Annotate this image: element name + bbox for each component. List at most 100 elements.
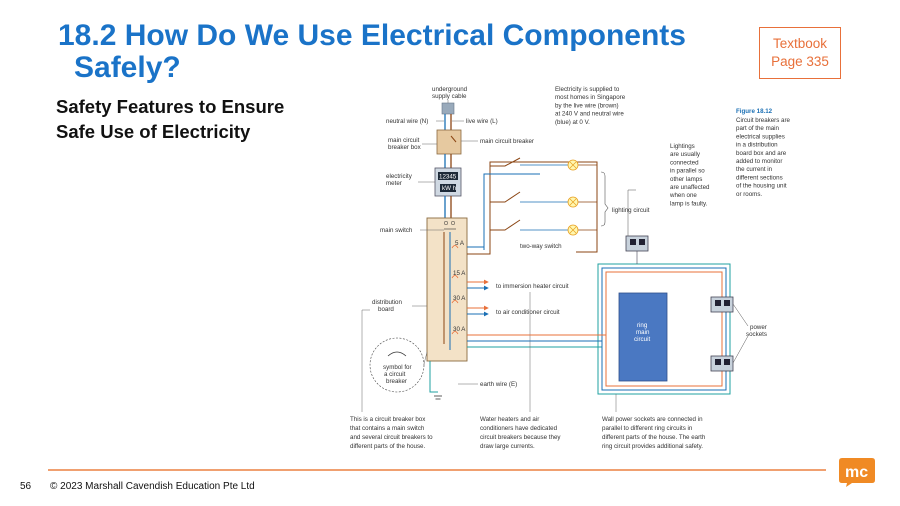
textbook-page-reference: Textbook Page 335 [759,27,841,79]
power-sockets-label-2: sockets [746,331,767,338]
caption-sockets-line: parallel to different ring circuits in [602,425,693,432]
supply-note-line: by the live wire (brown) [555,102,619,109]
lighting-note-line: are unaffected [670,184,710,191]
textbook-label: Textbook [772,36,828,51]
live-wire-label: live wire (L) [466,118,498,125]
caption-heaters-line: Water heaters and air [480,416,539,423]
house-wiring-diagram: underground supply cable neutral wire (N… [350,86,791,450]
main-breaker-box-label-1: main circuit [388,137,420,144]
breaker-15a-label: 15 A [453,270,466,277]
figure-caption-line: electrical supplies [736,133,785,140]
meter-unit: kW h [442,185,457,192]
lighting-note-line: when one [669,192,697,199]
figure-caption-line: the current in [736,166,773,173]
caption-heaters-line: circuit breakers because they [480,434,561,441]
earth-wire-label: earth wire (E) [480,381,517,388]
ring-label-1: ring [637,322,648,329]
main-breaker-box [436,129,462,155]
lighting-note-line: Lightings [670,143,695,150]
distribution-board-label-2: board [378,306,394,313]
copyright-text: © 2023 Marshall Cavendish Education Pte … [50,481,255,492]
logo-text: mc [845,464,868,481]
figure-caption-line: or rooms. [736,191,762,198]
supply-note-line: Electricity is supplied to [555,86,620,93]
title-line-2: Safely? [74,51,181,84]
caption-sockets-line: different parts of the house. The earth [602,434,706,441]
supply-note-line: at 240 V and neutral wire [555,111,624,118]
figure-caption-line: Circuit breakers are [736,117,791,124]
meter-label-2: meter [386,180,402,187]
distribution-board [426,217,468,362]
lighting-circuit [467,157,598,255]
section-subtitle: Safety Features to Ensure Safe Use of El… [56,94,356,144]
breaker-symbol-circle [369,337,425,393]
lighting-note-line: other lamps [670,176,702,183]
distribution-board-label-1: distribution [372,299,402,306]
subtitle-line-1: Safety Features to Ensure [56,96,285,117]
breaker-30a-2-label: 30 A [453,326,466,333]
figure-caption-line: in a distribution [736,142,778,149]
underground-cable [441,102,455,130]
lighting-note-line: are usually [670,151,701,158]
lighting-circuit-label: lighting circuit [612,207,650,214]
lighting-note-line: connected [670,159,699,166]
ring-label-2: main [636,329,650,336]
textbook-page: Page 335 [771,54,829,69]
figure-caption-line: different sections [736,174,783,181]
main-breaker-box-label-2: breaker box [388,144,422,151]
breaker-5a: 5 A [451,240,465,249]
supply-note-line: (blue) at 0 V. [555,119,590,126]
two-way-switch-label: two-way switch [520,243,562,250]
breaker-30a-1-label: 30 A [453,295,466,302]
symbol-label-3: breaker [386,378,407,385]
breaker-30a-1: 30 A [451,295,466,304]
lighting-note-line: lamp is faulty. [670,200,708,207]
caption-heaters-line: draw large currents. [480,443,535,450]
caption-sockets: Wall power sockets are connected in paral… [602,416,706,450]
caption-breaker-box-line: different parts of the house. [350,443,425,450]
meter-reading: 12345 [439,174,457,181]
air-conditioner-label: to air conditioner circuit [496,309,560,316]
power-socket-right-1 [710,296,734,313]
page-number: 56 [20,481,32,492]
breaker-symbol-icon [387,351,407,357]
breaker-15a: 15 A [451,270,466,279]
figure-title: Figure 18.12 [736,108,773,115]
page-title: 18.2 How Do We Use Electrical Components… [58,20,738,84]
symbol-label-2: a circuit [384,371,406,378]
breaker-5a-label: 5 A [455,240,465,247]
figure-caption-line: part of the main [736,125,780,132]
mc-logo-icon: mc [839,458,875,487]
caption-breaker-box-line: This is a circuit breaker box [350,416,426,423]
main-switch-label: main switch [380,227,413,234]
caption-breaker-box-line: and several circuit breakers to [350,434,433,441]
power-sockets-label-1: power [750,324,767,331]
main-circuit-breaker-label: main circuit breaker [480,138,534,145]
symbol-label-1: symbol for [383,364,412,371]
caption-heaters-line: conditioners have dedicated [480,425,558,432]
caption-heaters: Water heaters and air conditioners have d… [480,416,561,450]
breaker-30a-2: 30 A [451,326,466,335]
supply-note-line: most homes in Singapore [555,94,626,101]
underground-label-1: underground [432,86,468,93]
neutral-wire-label: neutral wire (N) [386,118,428,125]
caption-sockets-line: ring circuit provides additional safety. [602,443,703,450]
ring-main-circuit: ring main circuit [467,263,731,395]
figure-caption-line: board box and are [736,150,787,157]
lighting-note-line: in parallel so [670,168,705,175]
power-socket-top [625,235,649,264]
meter-label-1: electricity [386,173,413,180]
footer-divider [48,469,826,471]
caption-sockets-line: Wall power sockets are connected in [602,416,703,423]
figure-caption-line: added to monitor [736,158,782,165]
underground-label-2: supply cable [432,93,467,100]
figure-caption-line: of the housing unit [736,183,787,190]
caption-breaker-box: This is a circuit breaker box that contai… [350,416,433,450]
caption-breaker-box-line: that contains a main switch [350,425,425,432]
ring-label-3: circuit [634,336,650,343]
title-line-1: 18.2 How Do We Use Electrical Components [58,19,686,52]
immersion-heater-label: to immersion heater circuit [496,283,569,290]
